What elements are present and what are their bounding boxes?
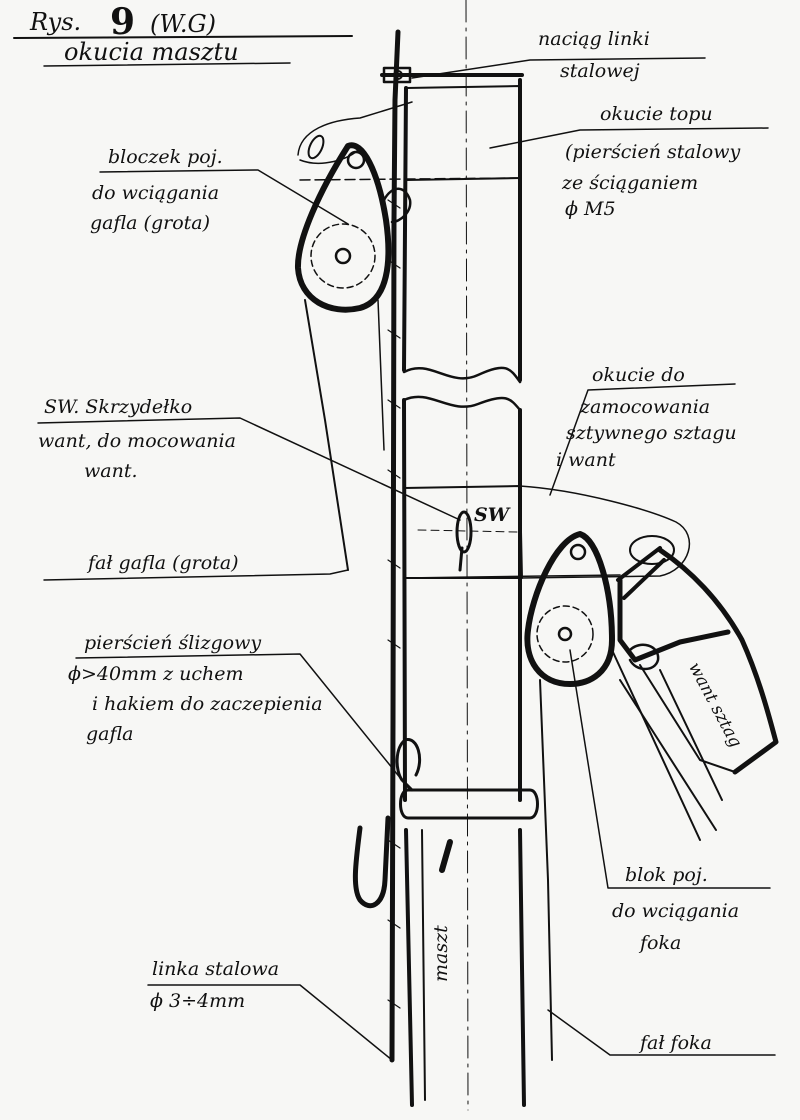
- upper-block-sheave: [310, 223, 376, 289]
- label-sw-1: SW. Skrzydełko: [44, 396, 193, 418]
- upper-block-axle: [334, 247, 352, 265]
- label-naciag-1: naciąg linki: [538, 28, 650, 50]
- label-sw-3: want.: [84, 460, 138, 482]
- label-okucie-sztagu-3: sztywnego sztagu: [566, 422, 737, 444]
- stay-strap-inner: [639, 664, 736, 773]
- title-subtitle: okucia masztu: [64, 38, 239, 66]
- gaff-halyard-2: [377, 299, 385, 451]
- stay-cable-1: [611, 649, 701, 841]
- label-okucie-sztagu-4: i want: [556, 449, 616, 471]
- label-pierscien-1: pierścień ślizgowy: [84, 632, 262, 654]
- title-suffix: (W.G): [150, 10, 216, 38]
- stay-cable-3: [659, 669, 723, 801]
- upper-block-shackle: [382, 187, 412, 224]
- upper-block-body: [294, 142, 392, 313]
- lower-block-eye: [569, 543, 587, 561]
- leader-blok-foka: [569, 649, 771, 889]
- top-swivel-arm: [297, 101, 413, 156]
- stay-clip: [628, 643, 660, 671]
- stay-cable-2: [619, 679, 717, 831]
- label-pierscien-3: i hakiem do zaczepienia: [92, 693, 323, 715]
- gaff-hook: [352, 815, 391, 909]
- top-band: [405, 85, 521, 181]
- sw-bolt-head: [455, 510, 473, 554]
- steel-wire: [389, 29, 401, 1063]
- label-okucie-topu-4: ϕ M5: [565, 198, 616, 220]
- sw-wing-plate: [519, 485, 691, 579]
- top-tension-nut: [393, 70, 403, 80]
- lower-block-sheave: [536, 605, 594, 663]
- upper-block-eye: [346, 150, 366, 170]
- label-okucie-sztagu-1: okucie do: [592, 364, 685, 386]
- sw-bolt-stem: [458, 546, 464, 572]
- top-band-lower-edge: [299, 177, 521, 181]
- leader-okucie-sztagu: [549, 383, 736, 496]
- label-blok-foka-3: foka: [640, 932, 682, 954]
- leader-linka: [147, 984, 393, 1061]
- label-fal-gafla: fał gafla (grota): [88, 552, 239, 574]
- leader-bloczek: [99, 169, 349, 225]
- leader-pierscien: [75, 653, 411, 791]
- top-swivel-pin: [307, 134, 325, 160]
- leader-fal-foka: [547, 1009, 776, 1056]
- sw-band-lower: [403, 574, 621, 579]
- label-naciag-2: stalowej: [560, 60, 640, 82]
- label-bloczek-2: do wciągania: [92, 182, 220, 204]
- label-linka-1: linka stalowa: [152, 958, 280, 980]
- label-bloczek-3: gafla (grota): [90, 212, 211, 234]
- leader-sw: [37, 417, 461, 521]
- label-maszt: maszt: [430, 925, 452, 982]
- title-prefix: Rys.: [30, 8, 82, 36]
- mast-centerline: [465, 0, 469, 1111]
- stay-strap-right: [657, 547, 779, 775]
- title-number: 9: [110, 1, 136, 43]
- label-blok-foka-2: do wciągania: [612, 900, 740, 922]
- mast-inner-line: [421, 829, 426, 1101]
- label-fal-foka: fał foka: [640, 1032, 712, 1054]
- label-bloczek-1: bloczek poj.: [108, 146, 223, 168]
- mast-bolt: [439, 839, 453, 873]
- leader-naciag: [411, 57, 706, 79]
- gaff-halyard: [304, 299, 349, 571]
- label-pierscien-4: gafla: [86, 723, 134, 745]
- subtitle-underline: [43, 62, 291, 67]
- stay-turnbuckle-1: [616, 546, 666, 600]
- sw-dash-line: [417, 529, 519, 533]
- mast-break-2: [402, 395, 522, 412]
- lower-block-body: [524, 531, 615, 687]
- label-pierscien-2: ϕ>40mm z uchem: [68, 663, 244, 685]
- label-okucie-topu-2: (pierścień stalowy: [565, 141, 741, 163]
- mast-break-1: [402, 366, 522, 384]
- sw-mark: SW: [474, 504, 510, 526]
- sliding-ring-shackle: [395, 738, 421, 792]
- jib-halyard: [539, 679, 553, 1061]
- label-linka-2: ϕ 3÷4mm: [150, 990, 246, 1012]
- steel-wire-twist: [387, 199, 401, 1009]
- sliding-ring-body: [399, 788, 539, 820]
- label-okucie-topu-3: ze ściąganiem: [562, 172, 699, 194]
- lower-block-axle: [557, 626, 573, 642]
- label-okucie-topu-1: okucie topu: [600, 103, 713, 125]
- leader-fal-gafla: [43, 569, 349, 581]
- title-underline: [13, 35, 353, 39]
- label-okucie-sztagu-2: zamocowania: [580, 396, 711, 418]
- stay-attachment-eye: [629, 535, 675, 565]
- leader-okucie-topu: [489, 127, 769, 149]
- mast-left-edge: [402, 86, 414, 1107]
- top-tension-block: [382, 66, 412, 84]
- mast-right-edge: [518, 78, 526, 1107]
- stay-strap-left: [617, 577, 731, 663]
- label-sw-2: want, do mocowania: [38, 430, 236, 452]
- label-blok-foka-1: blok poj.: [625, 864, 708, 886]
